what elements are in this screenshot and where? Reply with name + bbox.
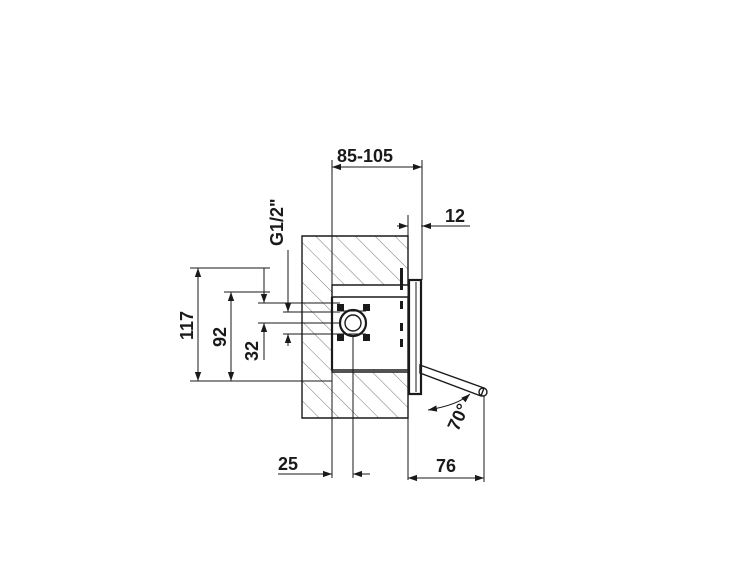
lever-projection-label: 76	[436, 456, 456, 476]
thread-label: G1/2"	[267, 198, 287, 246]
height-small-label: 32	[242, 341, 262, 361]
lever-handle	[419, 364, 488, 397]
offset-bottom-label: 25	[278, 454, 298, 474]
dim-height-small: 32	[242, 268, 340, 361]
dim-thread: G1/2"	[267, 198, 340, 346]
angle-dimension: 70°	[427, 393, 473, 434]
dim-offset-bottom: 25	[278, 337, 370, 478]
dim-depth-range: 85-105	[331, 146, 423, 478]
plate-thickness-label: 12	[445, 206, 465, 226]
wall-section	[301, 235, 409, 419]
dim-plate-thickness: 12	[397, 206, 470, 480]
height-mid-label: 92	[210, 327, 230, 347]
indicator-pins	[400, 268, 403, 347]
height-total-label: 117	[177, 311, 197, 340]
dim-height-total: 117	[177, 267, 332, 382]
dim-lever-projection: 76	[408, 396, 485, 482]
depth-range-label: 85-105	[337, 146, 393, 166]
dim-height-mid: 92	[210, 291, 270, 381]
valve-connection	[337, 304, 370, 341]
cover-plate	[407, 278, 423, 396]
